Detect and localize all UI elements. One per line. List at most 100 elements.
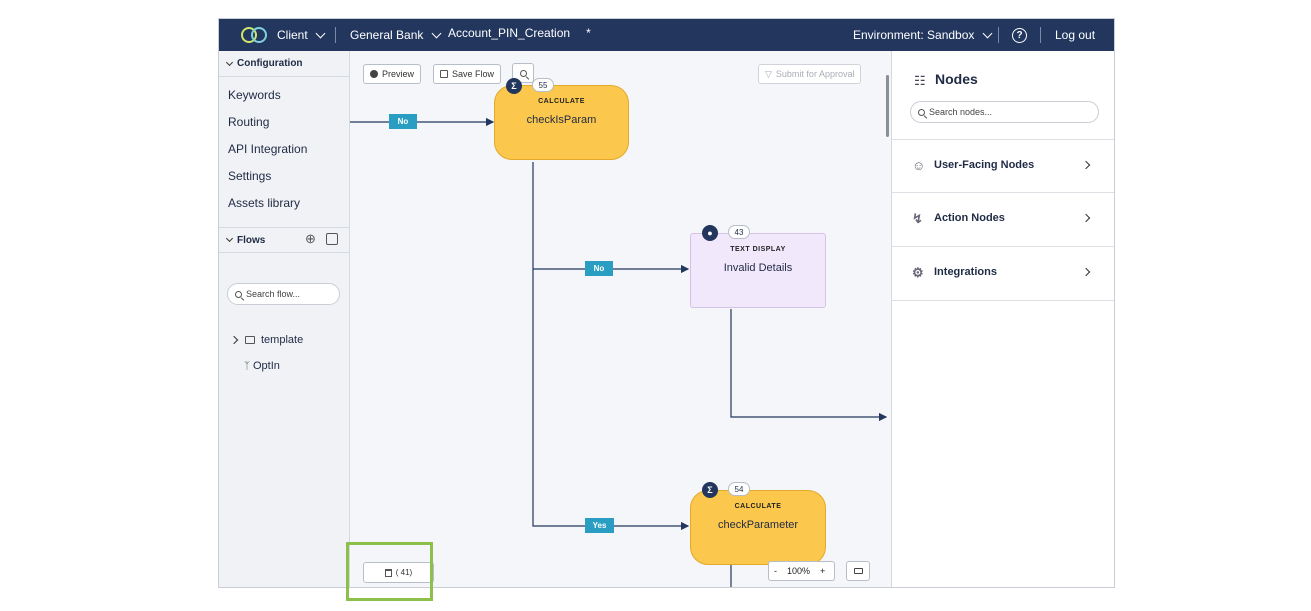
node-name: Invalid Details: [723, 262, 793, 274]
zoom-in-button[interactable]: +: [820, 566, 826, 576]
edge-line: [730, 309, 888, 422]
flow-canvas[interactable]: Preview Save Flow ▽ Submit for Approval: [350, 51, 891, 587]
environment-label: Environment: Sandbox: [853, 28, 975, 42]
nodes-icon: ☷: [914, 73, 926, 88]
folder-icon: [245, 336, 255, 344]
chat-icon: ●: [702, 225, 718, 241]
unsaved-marker: *: [586, 26, 591, 40]
keyboard-icon: [853, 568, 863, 574]
edge-label-yes[interactable]: Yes: [585, 518, 614, 533]
node-search-input[interactable]: Search nodes...: [910, 101, 1099, 123]
sidebar-item-assets-library[interactable]: Assets library: [228, 196, 301, 210]
category-label: User-Facing Nodes: [934, 159, 1035, 171]
node-type: CALCULATE: [538, 98, 585, 105]
top-bar: Client General Bank Account_PIN_Creation…: [219, 19, 1114, 51]
chevron-down-icon: [225, 58, 234, 66]
save-flow-label: Save Flow: [452, 69, 495, 79]
play-icon: [370, 70, 378, 78]
submit-approval-button[interactable]: ▽ Submit for Approval: [758, 64, 862, 84]
search-icon: [235, 290, 242, 298]
search-icon: [918, 108, 925, 116]
sidebar: Configuration Keywords Routing API Integ…: [219, 51, 350, 587]
category-action-nodes[interactable]: ↯ Action Nodes: [892, 193, 1114, 247]
zoom-out-button[interactable]: -: [774, 566, 777, 576]
zoom-level: 100%: [787, 566, 811, 576]
trash-icon: [384, 568, 392, 577]
preview-button[interactable]: Preview: [363, 64, 422, 84]
tree-item-label: OptIn: [253, 360, 280, 372]
canvas-scrollbar[interactable]: [886, 75, 889, 137]
sigma-icon: Σ: [702, 482, 718, 498]
node-count-badge: 43: [728, 225, 750, 239]
bank-switcher[interactable]: General Bank: [350, 19, 442, 51]
client-switcher[interactable]: Client: [241, 19, 326, 51]
chevron-down-icon: [315, 28, 326, 38]
logout-button[interactable]: Log out: [1055, 19, 1095, 51]
add-flow-icon[interactable]: ⊕: [305, 231, 316, 246]
node-search-placeholder: Search nodes...: [929, 107, 993, 117]
category-user-facing-nodes[interactable]: ☺ User-Facing Nodes: [892, 139, 1114, 193]
chevron-right-icon: [1081, 160, 1091, 170]
save-flow-button[interactable]: Save Flow: [433, 64, 502, 84]
flow-title: Account_PIN_Creation *: [448, 19, 591, 49]
edge-label-no[interactable]: No: [585, 261, 613, 276]
category-integrations[interactable]: ⚙ Integrations: [892, 247, 1114, 301]
bank-label: General Bank: [350, 28, 424, 42]
category-label: Action Nodes: [934, 212, 1005, 224]
trash-button[interactable]: ( 41): [363, 562, 434, 583]
node-checkparameter[interactable]: CALCULATE checkParameter: [690, 490, 826, 565]
node-count-badge: 55: [532, 78, 554, 92]
submit-approval-label: Submit for Approval: [775, 69, 855, 79]
chevron-down-icon: [431, 28, 442, 38]
tree-item-optin[interactable]: ᛉ OptIn: [244, 360, 280, 372]
environment-switcher[interactable]: Environment: Sandbox: [853, 19, 993, 51]
help-button[interactable]: ?: [1012, 19, 1027, 51]
panel-title: Nodes: [935, 71, 978, 87]
node-count-badge: 54: [728, 482, 750, 496]
gear-icon: ⚙: [912, 265, 924, 280]
configuration-label: Configuration: [237, 58, 303, 69]
client-label: Client: [277, 28, 308, 42]
configuration-header[interactable]: Configuration: [219, 51, 350, 77]
filter-icon: ▽: [765, 68, 772, 79]
sigma-icon: Σ: [506, 78, 522, 94]
tree-item-label: template: [261, 334, 304, 346]
sidebar-item-api-integration[interactable]: API Integration: [228, 142, 308, 156]
users-icon: ☺: [912, 158, 926, 173]
chevron-right-icon: [229, 335, 239, 345]
zoom-control: - 100% +: [768, 561, 835, 581]
flows-header[interactable]: Flows: [219, 227, 350, 253]
search-icon: [519, 69, 527, 77]
layout-icon[interactable]: [326, 233, 338, 245]
chevron-down-icon: [982, 28, 993, 38]
sidebar-item-routing[interactable]: Routing: [228, 115, 270, 129]
trash-count: ( 41): [395, 568, 413, 577]
save-icon: [440, 70, 448, 78]
node-checkisparam[interactable]: CALCULATE checkIsParam: [494, 85, 629, 160]
sidebar-item-settings[interactable]: Settings: [228, 169, 272, 183]
highlight-box: [346, 542, 433, 601]
logout-label: Log out: [1055, 28, 1096, 42]
flow-name: Account_PIN_Creation: [448, 26, 571, 40]
fit-view-button[interactable]: [846, 561, 870, 581]
chevron-down-icon: [225, 234, 234, 243]
preview-label: Preview: [382, 69, 415, 79]
flows-label: Flows: [237, 234, 266, 246]
lightning-icon: ↯: [912, 211, 923, 226]
edge-label-no[interactable]: No: [389, 114, 417, 129]
tree-item-template[interactable]: template: [229, 334, 304, 346]
flow-search-input[interactable]: Search flow...: [227, 283, 340, 305]
divider: [1040, 27, 1041, 43]
node-invalid-details[interactable]: TEXT DISPLAY Invalid Details: [690, 233, 826, 308]
edges-layer: [350, 117, 888, 587]
logo-icon: [241, 27, 267, 43]
app-window: Client General Bank Account_PIN_Creation…: [218, 18, 1115, 588]
branch-icon: ᛉ: [244, 360, 250, 372]
node-type: TEXT DISPLAY: [730, 246, 786, 253]
sidebar-item-keywords[interactable]: Keywords: [228, 88, 281, 102]
flow-search-placeholder: Search flow...: [246, 289, 301, 299]
node-name: checkParameter: [717, 519, 799, 531]
divider: [998, 27, 999, 43]
divider: [335, 27, 336, 43]
help-icon: ?: [1012, 27, 1027, 43]
